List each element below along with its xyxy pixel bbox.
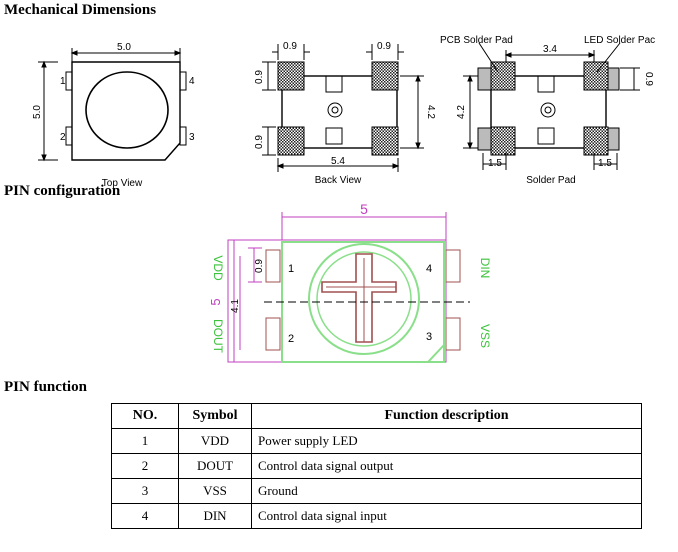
solder-pad-bottom-right-dim: 1.5 xyxy=(598,158,612,169)
back-view-caption: Back View xyxy=(315,175,362,186)
top-view-caption: Top View xyxy=(102,178,143,189)
row-symbol: VDD xyxy=(178,428,252,454)
pin-config-pin-4: 4 xyxy=(426,263,432,275)
solder-pad-view xyxy=(463,42,640,170)
header-function-description: Function description xyxy=(251,403,642,429)
back-view-top-right-dim: 0.9 xyxy=(377,41,391,52)
back-view-width-dim: 5.4 xyxy=(331,156,345,167)
row-symbol: DOUT xyxy=(178,453,252,479)
top-view-pin-4: 4 xyxy=(189,76,195,87)
row-no: 3 xyxy=(111,478,179,504)
back-view-top-left-dim: 0.9 xyxy=(283,41,297,52)
row-no: 4 xyxy=(111,503,179,529)
pin-label-vdd: VDD xyxy=(211,255,225,281)
row-symbol: DIN xyxy=(178,503,252,529)
pin-config-diagram xyxy=(227,212,470,363)
back-view-left-top-dim: 0.9 xyxy=(254,70,265,84)
top-view-pin-2: 2 xyxy=(60,132,66,143)
top-view-pin-1: 1 xyxy=(60,76,66,87)
solder-pad-bottom-left-dim: 1.5 xyxy=(488,158,502,169)
pin-config-pin-1: 1 xyxy=(288,263,294,275)
dimension-drawings: 5.0 5.0 1 2 3 4 Top View xyxy=(32,35,655,363)
row-no: 1 xyxy=(111,428,179,454)
pin-config-pad-dim: 0.9 xyxy=(254,259,265,273)
table-header-row: NO. Symbol Function description xyxy=(111,403,642,429)
row-description: Control data signal input xyxy=(251,503,642,529)
pin-config-inner-dim: 4.1 xyxy=(230,299,241,313)
solder-pad-height-dim: 4.2 xyxy=(456,105,467,119)
back-view xyxy=(262,44,424,172)
solder-pad-top-dim: 3.4 xyxy=(543,44,557,55)
pcb-solder-pad-label: PCB Solder Pad xyxy=(440,35,513,46)
pin-config-pin-3: 3 xyxy=(426,331,432,343)
table-row: 2 DOUT Control data signal output xyxy=(111,453,642,479)
pin-label-dout: DOUT xyxy=(211,319,225,354)
pin-config-width-dim: 5 xyxy=(360,201,368,217)
top-view-pin-3: 3 xyxy=(189,132,195,143)
header-no: NO. xyxy=(111,403,179,429)
pin-label-vss: VSS xyxy=(478,324,492,348)
pin-configuration-heading: PIN configuration xyxy=(4,183,121,199)
pin-function-table: NO. Symbol Function description 1 VDD Po… xyxy=(111,403,642,529)
table-row: 1 VDD Power supply LED xyxy=(111,428,642,454)
back-view-left-bottom-dim: 0.9 xyxy=(254,135,265,149)
table-row: 3 VSS Ground xyxy=(111,478,642,504)
back-view-height-dim: 4.2 xyxy=(425,105,436,119)
row-description: Control data signal output xyxy=(251,453,642,479)
pin-config-pin-2: 2 xyxy=(288,333,294,345)
led-solder-pad-label: LED Solder Pac xyxy=(584,35,655,46)
row-symbol: VSS xyxy=(178,478,252,504)
header-symbol: Symbol xyxy=(178,403,252,429)
pin-label-din: DIN xyxy=(478,258,492,279)
mechanical-dimensions-heading: Mechanical Dimensions xyxy=(4,2,157,18)
top-view xyxy=(38,48,187,162)
top-view-height-dim: 5.0 xyxy=(32,105,43,119)
table-row: 4 DIN Control data signal input xyxy=(111,503,642,529)
pin-function-heading: PIN function xyxy=(4,379,87,395)
row-description: Power supply LED xyxy=(251,428,642,454)
pin-config-height-dim: 5 xyxy=(208,298,223,305)
solder-pad-caption: Solder Pad xyxy=(526,175,575,186)
row-description: Ground xyxy=(251,478,642,504)
solder-pad-right-dim: 0.9 xyxy=(643,72,654,86)
top-view-width-dim: 5.0 xyxy=(117,42,131,53)
row-no: 2 xyxy=(111,453,179,479)
